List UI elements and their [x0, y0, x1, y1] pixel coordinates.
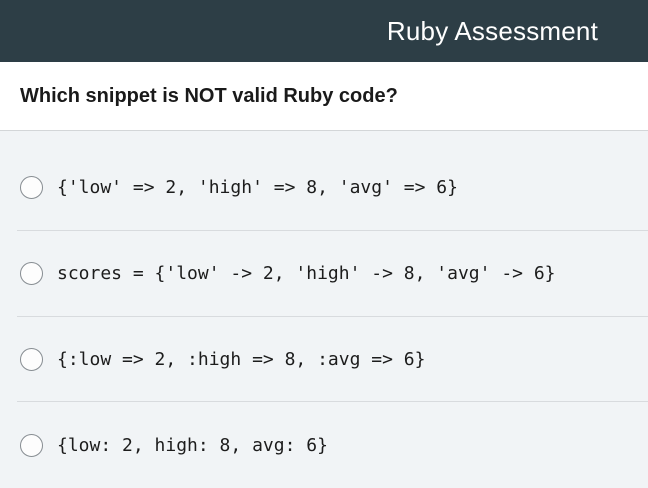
app-title: Ruby Assessment: [386, 15, 598, 46]
option-code-1: {'low' => 2, 'high' => 8, 'avg' => 6}: [57, 177, 458, 199]
radio-button-icon[interactable]: [20, 347, 43, 371]
radio-button-icon[interactable]: [20, 176, 43, 200]
option-row-2[interactable]: scores = {'low' -> 2, 'high' -> 8, 'avg'…: [0, 231, 648, 317]
option-code-3: {:low => 2, :high => 8, :avg => 6}: [57, 348, 426, 370]
option-row-3[interactable]: {:low => 2, :high => 8, :avg => 6}: [0, 317, 648, 403]
option-row-4[interactable]: {low: 2, high: 8, avg: 6}: [0, 402, 648, 488]
radio-button-icon[interactable]: [20, 262, 43, 286]
question-section: Which snippet is NOT valid Ruby code?: [0, 62, 648, 131]
option-row-1[interactable]: {'low' => 2, 'high' => 8, 'avg' => 6}: [0, 145, 648, 231]
radio-button-icon[interactable]: [20, 433, 43, 457]
option-code-2: scores = {'low' -> 2, 'high' -> 8, 'avg'…: [57, 263, 556, 285]
app-header: Ruby Assessment: [0, 0, 648, 62]
options-list: {'low' => 2, 'high' => 8, 'avg' => 6} sc…: [0, 131, 648, 488]
question-text: Which snippet is NOT valid Ruby code?: [20, 84, 398, 107]
option-code-4: {low: 2, high: 8, avg: 6}: [57, 434, 328, 456]
